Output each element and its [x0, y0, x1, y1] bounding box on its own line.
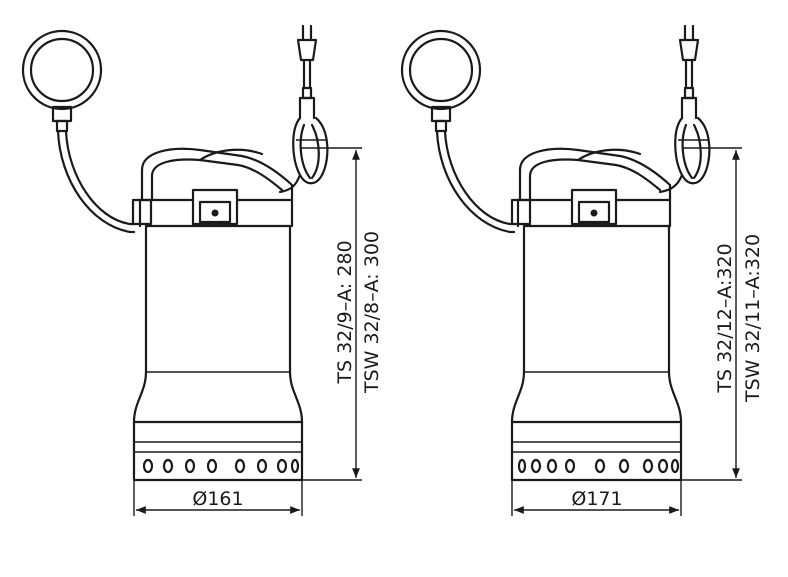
pump-handle	[140, 147, 294, 202]
pump-left: TS 32/9–A: 280 TSW 32/8–A: 300 Ø161	[21, 24, 383, 516]
power-cable	[278, 24, 329, 194]
inlet-holes	[142, 458, 300, 474]
float-cable	[56, 129, 153, 234]
float-switch	[400, 29, 482, 133]
diameter-label: Ø161	[192, 488, 243, 510]
height-label-2: TSW 32/11–A:320	[742, 234, 764, 403]
diameter-label: Ø171	[571, 488, 622, 510]
power-cable	[658, 24, 711, 194]
height-label-1: TS 32/9–A: 280	[334, 240, 356, 384]
height-dimension: TS 32/9–A: 280 TSW 32/8–A: 300	[300, 147, 383, 481]
diameter-dimension: Ø161	[133, 480, 303, 516]
float-cable	[435, 129, 532, 234]
height-label-2: TSW 32/8–A: 300	[361, 231, 383, 394]
pump-right: TS 32/12–A:320 TSW 32/11–A:320 Ø171	[400, 24, 764, 516]
height-label-1: TS 32/12–A:320	[714, 243, 736, 393]
float-switch	[21, 29, 103, 133]
height-dimension: TS 32/12–A:320 TSW 32/11–A:320	[681, 147, 764, 481]
inlet-holes	[517, 458, 680, 474]
pump-handle	[518, 147, 672, 202]
diameter-dimension: Ø171	[511, 480, 682, 516]
